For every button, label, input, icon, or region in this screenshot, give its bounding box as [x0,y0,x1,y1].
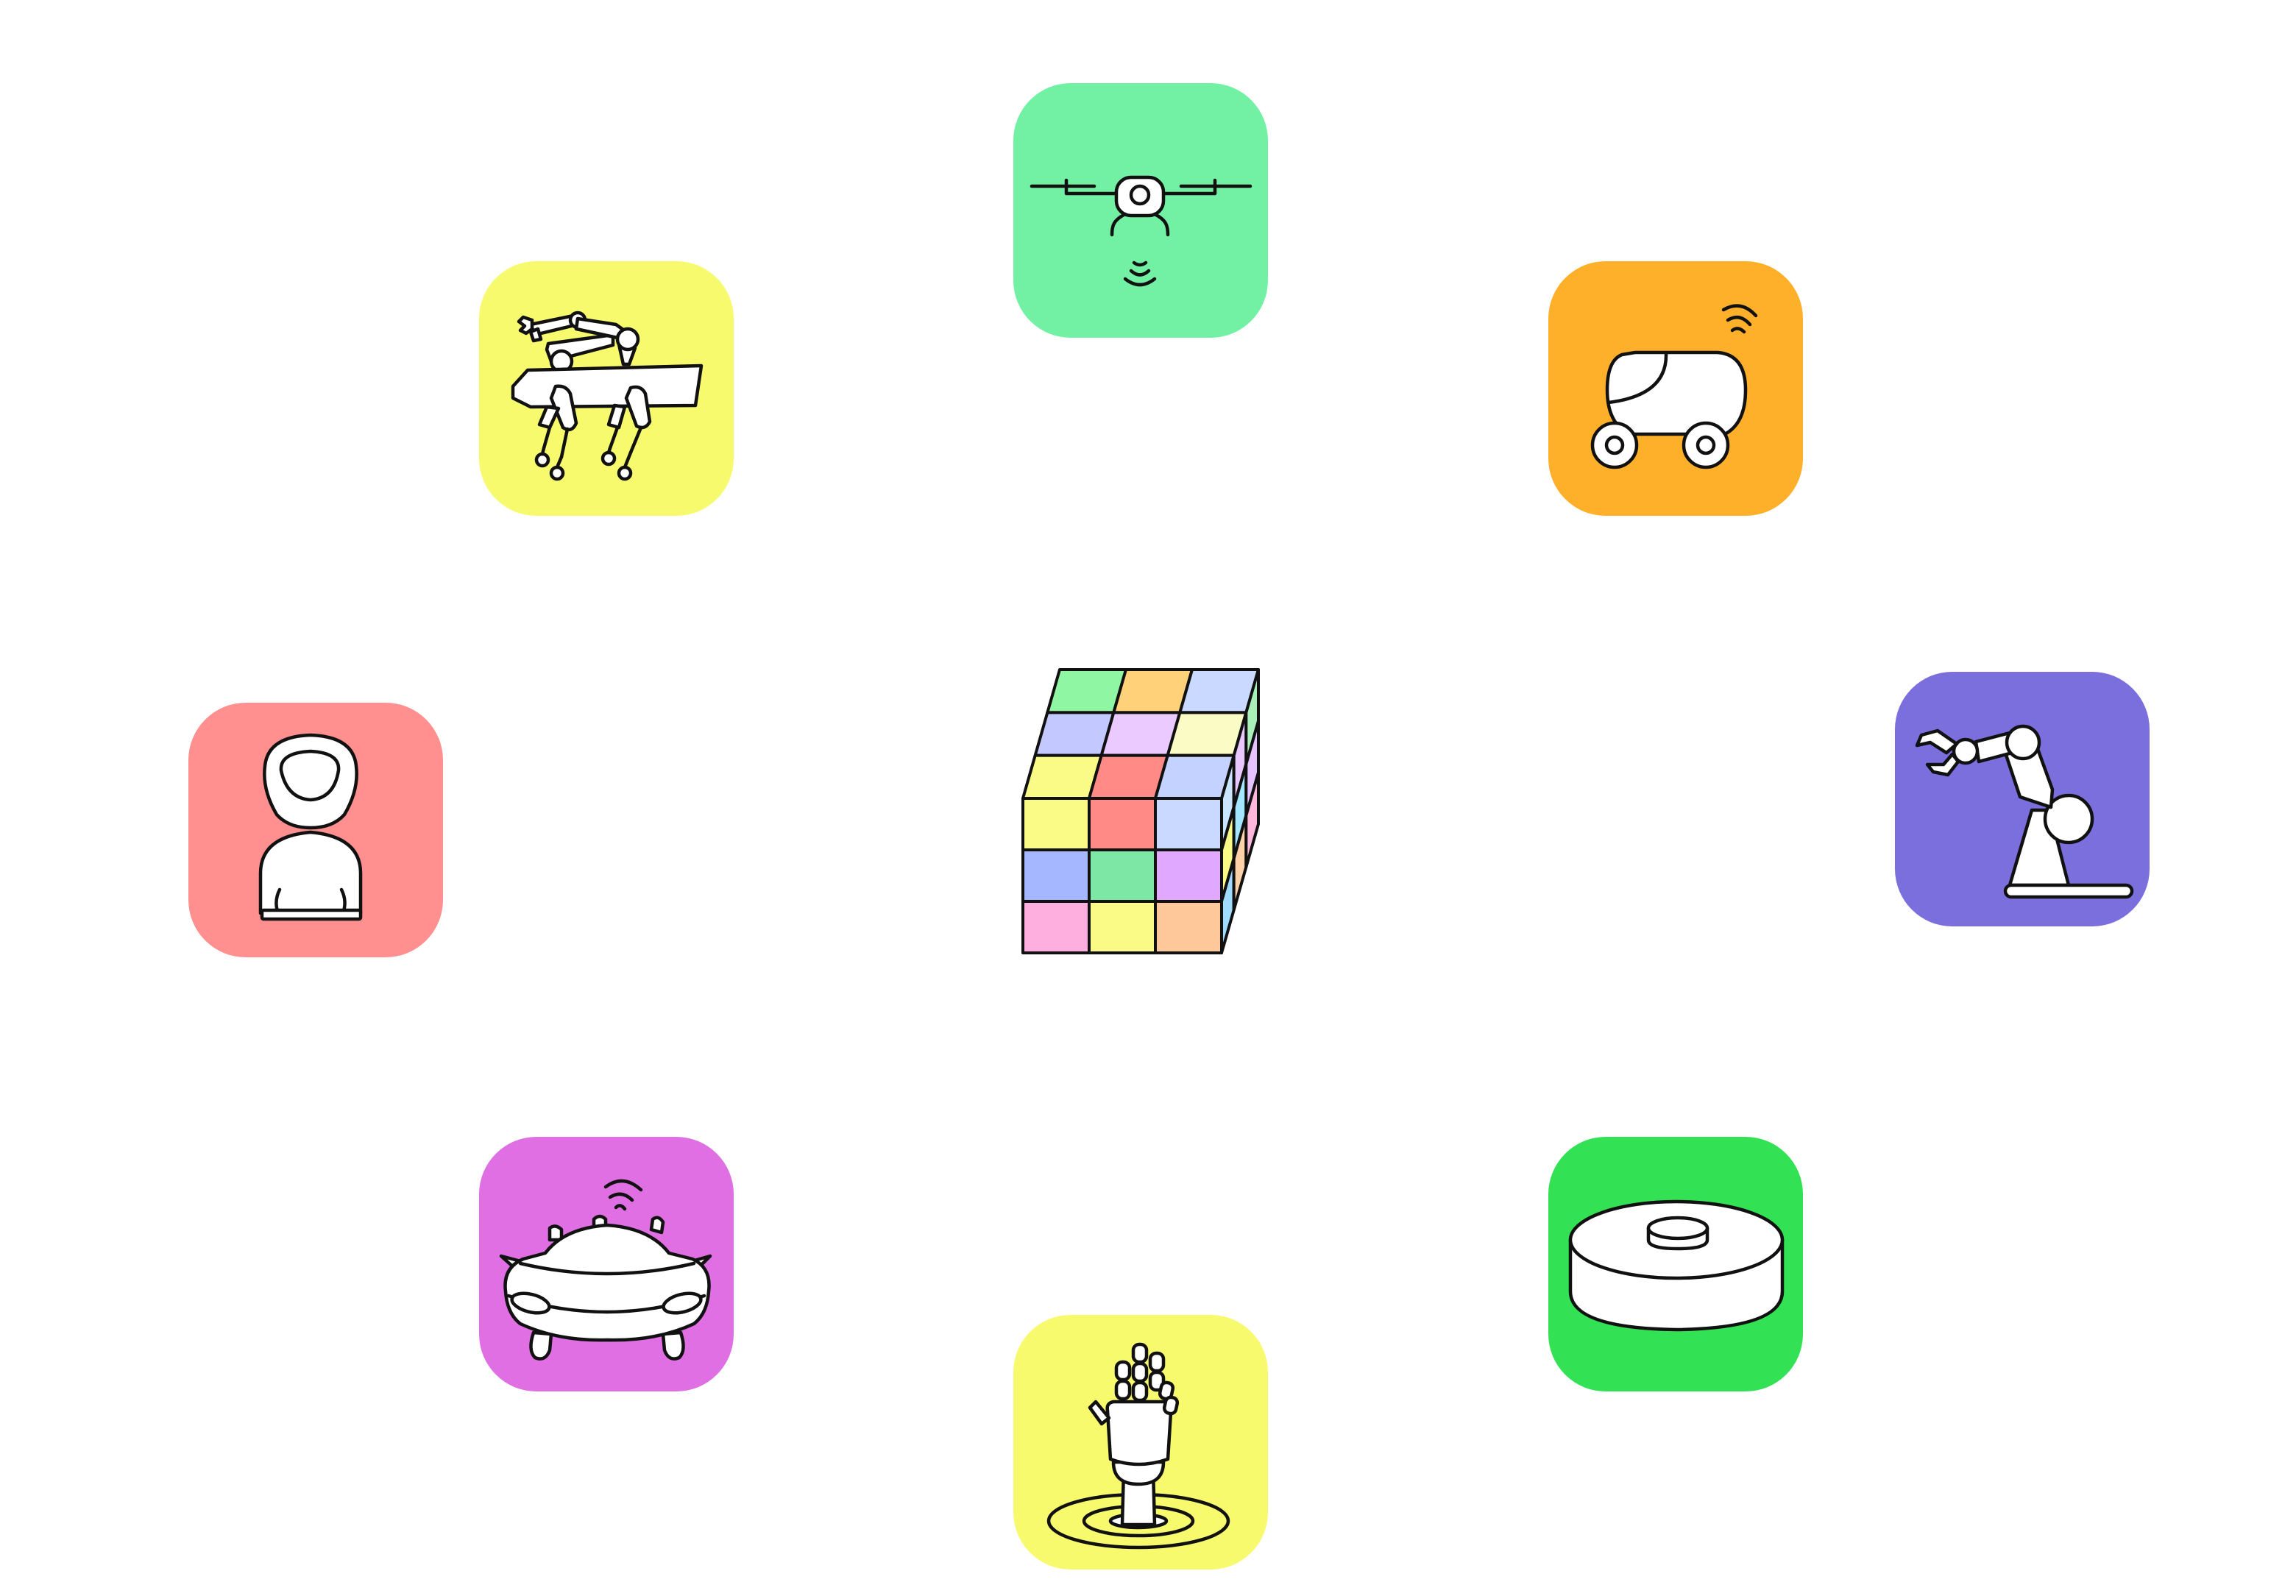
drone-icon [1030,175,1252,287]
cube-front-cell [1088,797,1157,851]
robotic-hand-icon [1046,1342,1230,1550]
industrial-arm-tile[interactable] [1895,672,2150,926]
cube-front-cell [1154,848,1223,903]
cube-front-cell [1088,900,1157,954]
cube-side-cell [1244,771,1260,869]
quadruped-tile[interactable] [479,261,734,516]
autonomous-car-icon [499,1179,712,1361]
robot-vacuum-tile[interactable] [1548,1137,1803,1391]
delivery-robot-tile[interactable] [1548,261,1803,516]
cube-front-cell [1154,797,1223,851]
rubiks-cube-icon [1021,668,1260,954]
delivery-robot-car-icon [1590,304,1758,469]
cube-front-cell [1088,848,1157,903]
industrial-robot-arm-icon [1915,724,2134,899]
cube-front-cell [1021,900,1091,954]
cube-front-cell [1154,900,1223,954]
robot-vacuum-icon [1568,1199,1785,1332]
humanoid-robot-icon [258,733,363,921]
quadruped-robot-with-arm-icon [511,311,704,481]
cube-front-cell [1021,797,1091,851]
humanoid-tile[interactable] [188,703,443,957]
autonomous-car-tile[interactable] [479,1137,734,1391]
cube-front-cell [1021,848,1091,903]
drone-tile[interactable] [1013,83,1268,338]
robotic-hand-tile[interactable] [1013,1315,1268,1570]
